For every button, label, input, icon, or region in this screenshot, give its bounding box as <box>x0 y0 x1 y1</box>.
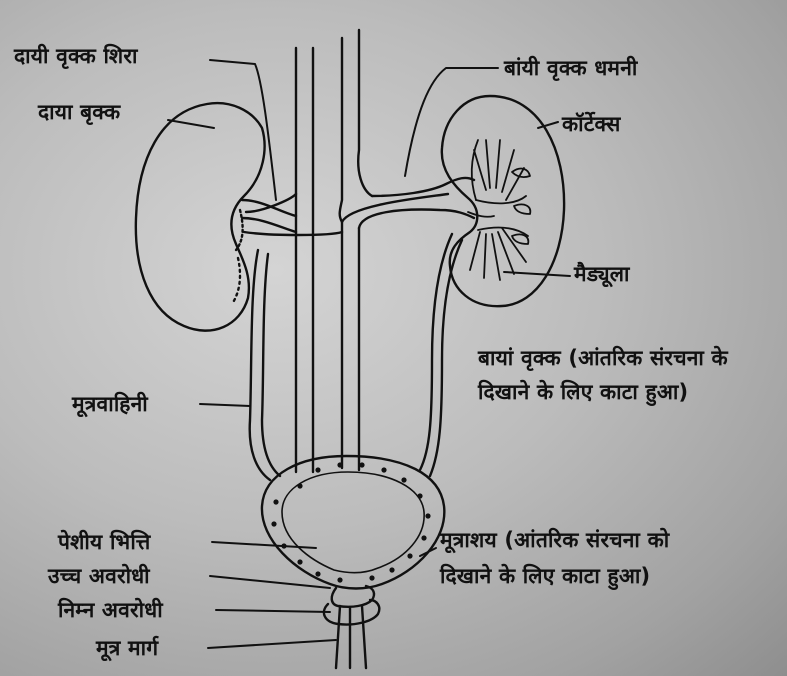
label-left-kidney-line1: बायां वृक्क (आंतरिक संरचना के <box>478 346 728 370</box>
label-ureter: मूत्रवाहिनी <box>72 392 148 416</box>
label-medulla: मैड्यूला <box>574 262 630 286</box>
right-kidney <box>136 103 265 331</box>
inferior-vena-cava <box>296 48 313 472</box>
label-cortex: कॉर्टेक्स <box>562 112 620 136</box>
sphincters-urethra <box>324 586 379 668</box>
label-upper-sphincter: उच्च अवरोधी <box>48 564 150 588</box>
label-urethra: मूत्र मार्ग <box>96 636 158 660</box>
urinary-bladder <box>262 456 444 589</box>
label-bladder-line2: दिखाने के लिए काटा हुआ) <box>440 564 650 588</box>
label-right-renal-vein: दायी वृक्क शिरा <box>14 44 138 68</box>
aorta <box>340 30 372 470</box>
label-muscular-wall: पेशीय भित्ति <box>58 530 151 554</box>
renal-pyramids <box>470 140 530 280</box>
label-left-renal-artery: बांयी वृक्क धमनी <box>504 56 638 80</box>
label-lower-sphincter: निम्न अवरोधी <box>58 598 163 622</box>
right-renal-vessels <box>242 194 342 235</box>
ureters <box>250 234 462 480</box>
label-left-kidney-line2: दिखाने के लिए काटा हुआ) <box>478 380 688 404</box>
label-right-kidney: दाया बृक्क <box>38 100 120 124</box>
label-bladder-line1: मूत्राशय (आंतरिक संरचना को <box>440 528 669 552</box>
